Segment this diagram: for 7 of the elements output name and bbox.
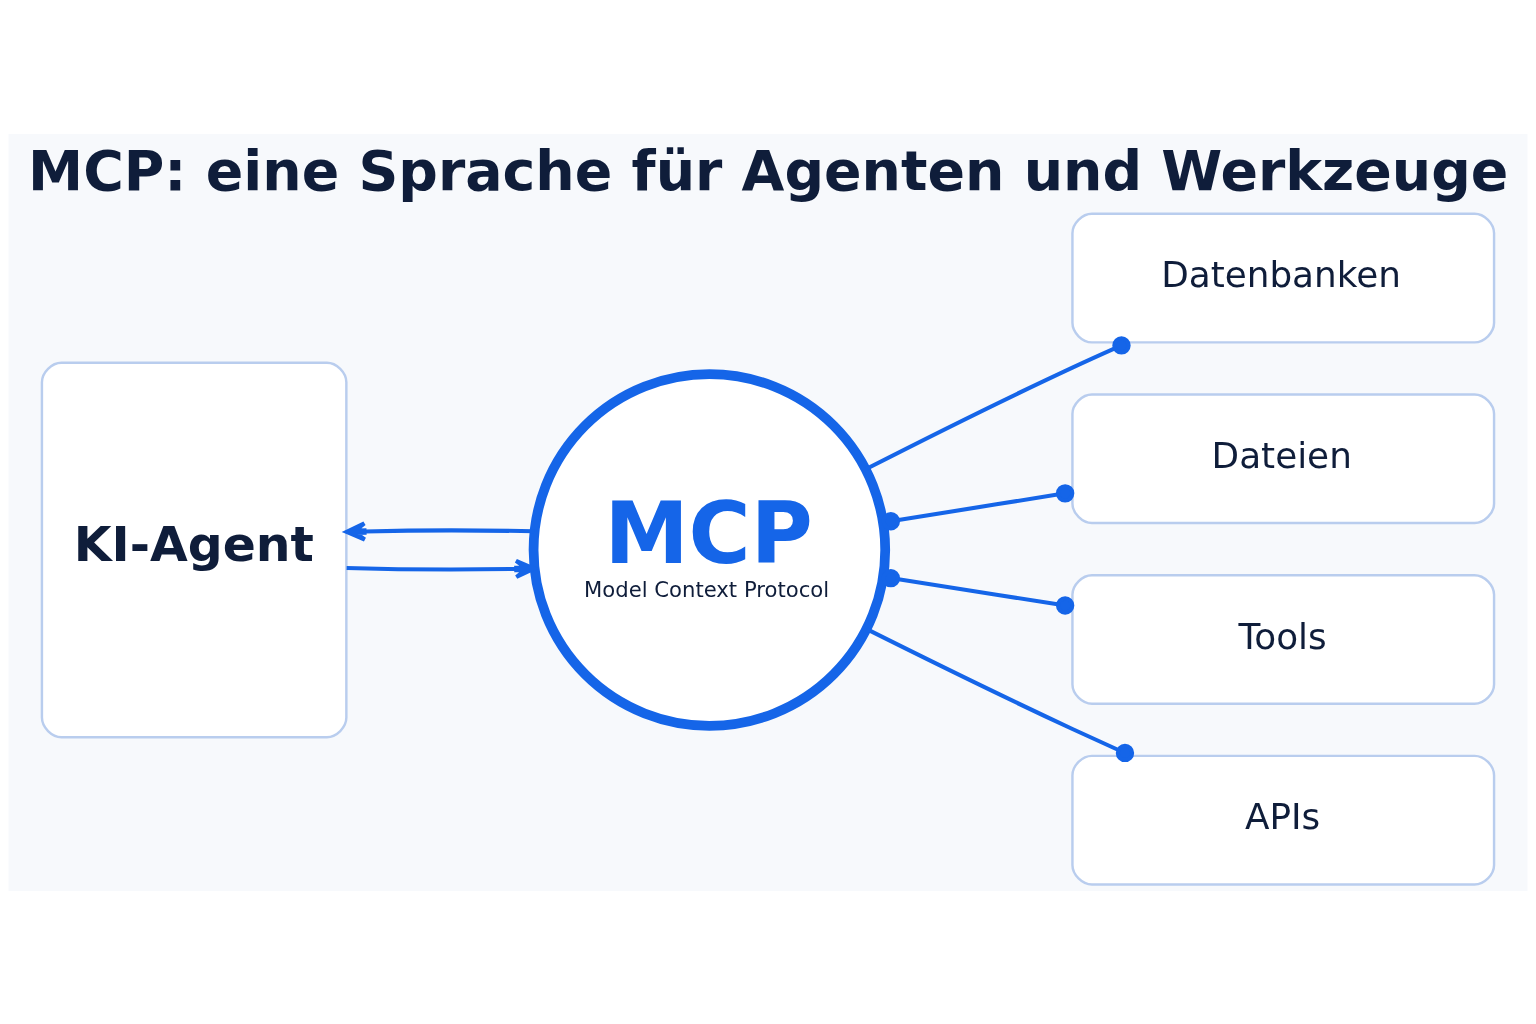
node-box: Tools [1071, 573, 1496, 705]
node-box: Datenbanken [1071, 212, 1496, 344]
node-box: Dateien [1071, 392, 1496, 524]
node-box: KI-Agent [40, 361, 348, 738]
node-circle: MCP Model Context Protocol [528, 368, 891, 731]
node-box: APIs [1071, 754, 1496, 886]
diagram-title: MCP: eine Sprache für Agenten und Werkzeuge [28, 138, 1509, 203]
